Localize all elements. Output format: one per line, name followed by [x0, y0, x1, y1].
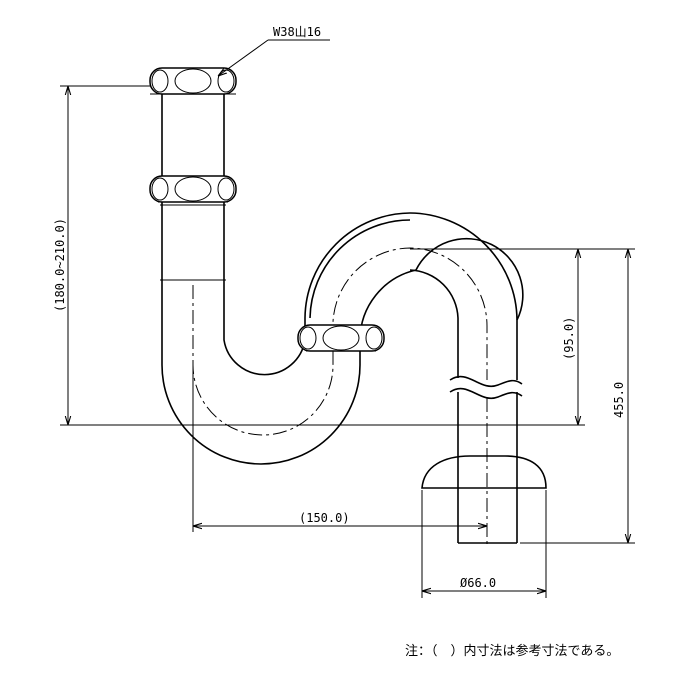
outlet-pipe: [457, 392, 518, 548]
thread-callout: W38山16: [218, 25, 330, 76]
top-nut: [149, 67, 237, 95]
dimension-trap-depth: (95.0): [410, 248, 585, 425]
reference-dimension-note: 注：（ ）内寸法は参考寸法である。: [405, 644, 620, 659]
dimension-total-height: 455.0: [520, 248, 635, 544]
floor-flange: [421, 455, 547, 489]
dim-trap-depth-label: (95.0): [562, 317, 576, 360]
dim-flange-diameter-label: Ø66.0: [460, 576, 496, 590]
dim-offset-label: (150.0): [299, 511, 350, 525]
dimension-offset: (150.0): [192, 365, 487, 532]
thread-label: W38山16: [273, 25, 321, 39]
middle-nut: [149, 175, 237, 203]
dim-height-range-label: (180.0~210.0): [53, 218, 67, 312]
dimension-height-range: (180.0~210.0): [53, 85, 585, 426]
dimension-flange-diameter: Ø66.0: [421, 490, 547, 598]
dim-total-height-label: 455.0: [612, 382, 626, 418]
trap-nut: [297, 324, 385, 352]
break-marks: [449, 375, 523, 400]
